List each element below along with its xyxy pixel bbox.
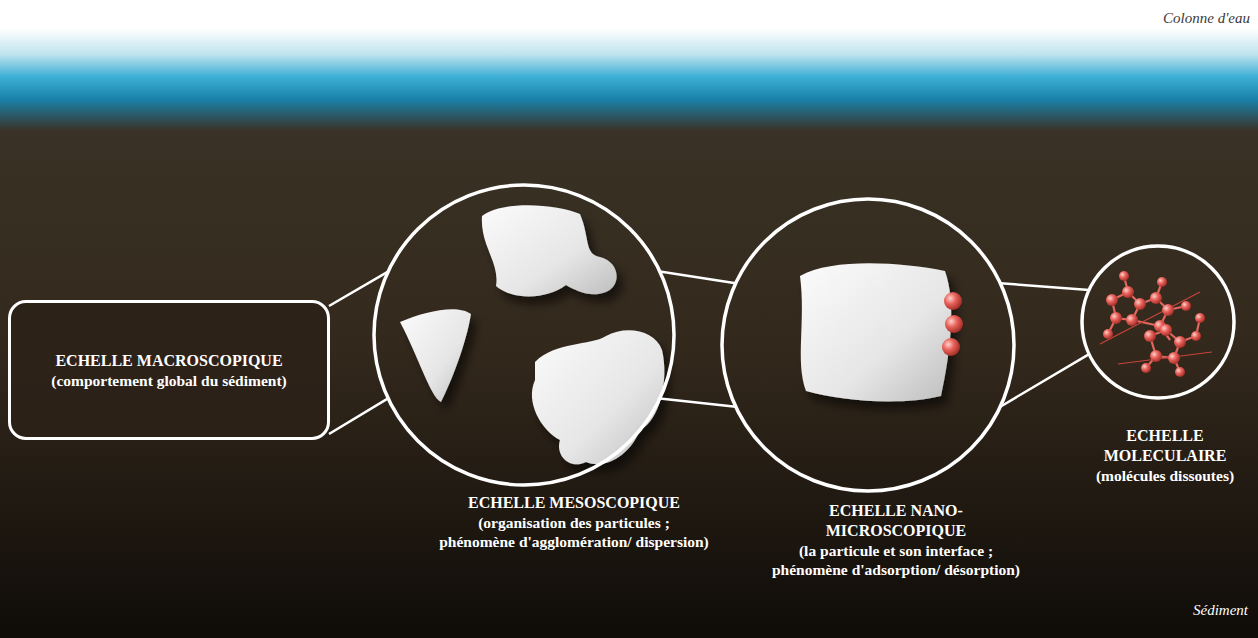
adsorbed-molecules [942, 292, 963, 356]
zoom-connector [660, 272, 736, 407]
scale-circle: ECHELLE MOLECULAIRE(molécules dissoutes) [1080, 244, 1236, 400]
scale-caption: ECHELLE NANO-MICROSCOPIQUE(la particule … [761, 501, 1031, 579]
scale-description: (la particule et son interface ; phénomè… [761, 541, 1031, 579]
scale-circle: ECHELLE NANO-MICROSCOPIQUE(la particule … [720, 197, 1016, 493]
scale-box: ECHELLE MACROSCOPIQUE(comportement globa… [8, 300, 330, 440]
circle-outline [720, 197, 1016, 493]
scale-heading: ECHELLE MOLECULAIRE [1080, 426, 1250, 466]
scale-heading: ECHELLE NANO-MICROSCOPIQUE [761, 501, 1031, 541]
scale-caption: ECHELLE MESOSCOPIQUE(organisation des pa… [439, 493, 709, 551]
dissolved-molecules [1100, 271, 1212, 377]
scale-caption: ECHELLE MOLECULAIRE(molécules dissoutes) [1080, 426, 1250, 485]
circle-outline [372, 183, 676, 487]
circle-outline [1080, 244, 1236, 400]
scale-heading: ECHELLE MACROSCOPIQUE [49, 351, 289, 371]
zoom-circle [374, 185, 674, 485]
sediment-label: Sédiment [1193, 602, 1248, 619]
scale-circle: ECHELLE MESOSCOPIQUE(organisation des pa… [372, 183, 676, 487]
text-holder: ECHELLE MACROSCOPIQUE(comportement globa… [49, 351, 289, 390]
zoom-circle [1082, 246, 1234, 398]
scale-heading: ECHELLE MESOSCOPIQUE [439, 493, 709, 513]
scale-description: (organisation des particules ; phénomène… [439, 513, 709, 551]
zoom-circle [722, 199, 1014, 491]
scale-description: (comportement global du sédiment) [49, 371, 289, 390]
water-column-label: Colonne d'eau [1163, 10, 1250, 27]
scale-description: (molécules dissoutes) [1080, 466, 1250, 485]
